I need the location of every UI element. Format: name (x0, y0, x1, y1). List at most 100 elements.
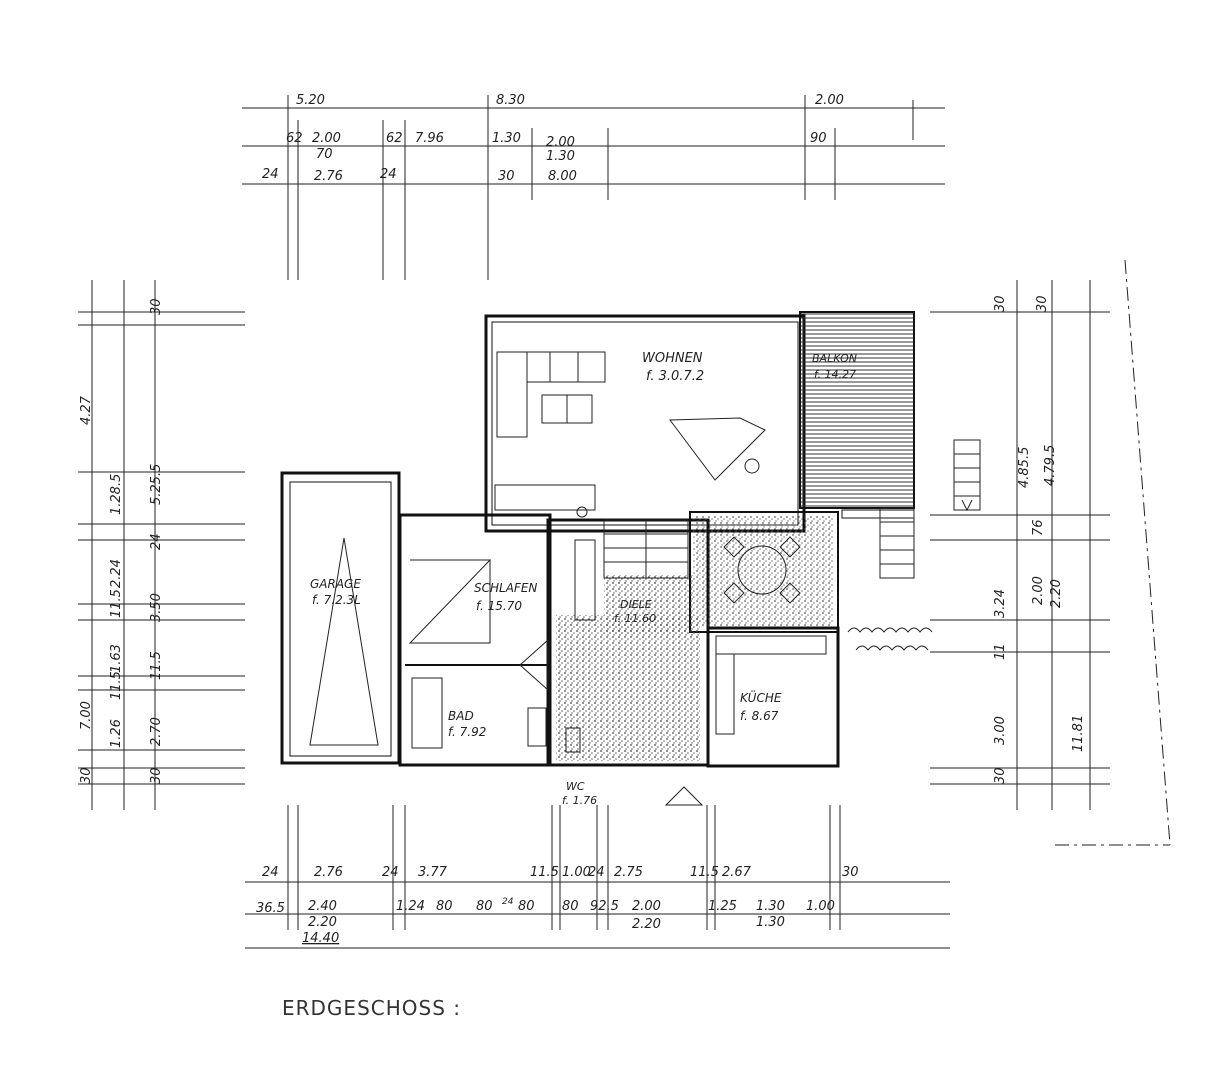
room-kueche-area: f. 8.67 (740, 709, 779, 723)
dim-right-1: 30 (993, 295, 1008, 312)
dim-right-9: 11 (993, 643, 1008, 660)
dim-bottom-7: 24 (588, 865, 605, 880)
dim-bottom-23: 2.20 (632, 917, 661, 932)
dim-left-4: 5.25.5 (149, 464, 164, 505)
dim-bottom-26: 1.30 (756, 915, 785, 930)
room-bad-area: f. 7.92 (448, 725, 486, 739)
dim-top-12: 90 (810, 131, 827, 146)
dim-bottom-11: 30 (842, 865, 859, 880)
dim-right-3: 4.85.5 (1017, 447, 1032, 488)
dim-right-2: 30 (1035, 295, 1050, 312)
dim-right-7: 2.00 (1031, 576, 1046, 605)
dim-left-16: 30 (149, 767, 164, 784)
dim-top-3: 2.00 (815, 93, 844, 108)
shrub-scribble (847, 627, 933, 633)
dim-left-10: 11.5 (109, 671, 124, 700)
dim-right-4: 4.79.5 (1043, 445, 1058, 486)
diele-floor (556, 615, 700, 761)
room-wohnen-area: f. 3.0.7.2 (646, 369, 704, 384)
dim-top-5: 2.00 (312, 131, 341, 146)
dim-bottom-17: 80 (476, 899, 493, 914)
dim-bottom-6: 1.00 (562, 865, 591, 880)
dim-bottom-18: 24 (502, 897, 514, 907)
shrub-scribble-2 (855, 645, 929, 651)
dim-bottom-25: 1.30 (756, 899, 785, 914)
room-bad-name: BAD (448, 709, 474, 723)
dim-bottom-16: 80 (436, 899, 453, 914)
dim-left-3: 1.28.5 (109, 474, 124, 515)
dim-top-13: 24 (262, 167, 279, 182)
dim-top-17: 8.00 (548, 169, 577, 184)
dim-bottom-8: 2.75 (614, 865, 643, 880)
dim-left-7: 11.5 (109, 589, 124, 618)
room-garage-area: f. 7.2.3L (312, 593, 361, 607)
dim-top-16: 30 (498, 169, 515, 184)
diele-floor-upper (604, 575, 694, 635)
top-dimension-chains: 5.20 8.30 2.00 62 2.00 70 62 7.96 1.30 2… (242, 93, 945, 280)
dim-left-5: 24 (149, 533, 164, 550)
dim-right-8: 2.20 (1049, 579, 1064, 608)
furniture (309, 351, 827, 806)
dim-bottom-15: 1.24 (396, 899, 425, 914)
dim-top-9: 1.30 (492, 131, 521, 146)
dim-bottom-13: 2.40 (308, 899, 337, 914)
dim-top-8: 7.96 (415, 131, 444, 146)
room-diele-name: DIELE (620, 598, 652, 611)
dim-top-4: 62 (286, 131, 303, 146)
dim-top-10: 2.00 (546, 135, 575, 150)
room-schlafen-name: SCHLAFEN (474, 581, 537, 595)
dim-bottom-24: 1.25 (708, 899, 737, 914)
essen-floor (693, 516, 833, 626)
dim-right-6: 3.24 (993, 589, 1008, 618)
room-schlafen-area: f. 15.70 (476, 599, 522, 613)
dim-bottom-1: 24 (262, 865, 279, 880)
dim-bottom-12: 36.5 (256, 901, 285, 916)
bottom-dimension-chains: 24 2.76 24 3.77 11.5 1.00 24 2.75 11.5 2… (245, 805, 950, 949)
dim-left-14: 2.70 (149, 717, 164, 746)
dim-right-5: 76 (1031, 519, 1046, 536)
room-labels: WOHNEN f. 3.0.7.2 BALKON f. 14.27 GARAGE… (310, 351, 857, 807)
room-garage-name: GARAGE (310, 577, 361, 591)
dim-bottom-14: 2.20 (308, 915, 337, 930)
dim-bottom-27: 1.00 (806, 899, 835, 914)
dim-bottom-2: 2.76 (314, 865, 343, 880)
left-dimension-chains: 4.27 30 1.28.5 5.25.5 24 2.24 11.5 3.50 … (78, 280, 245, 810)
dim-right-10: 3.00 (993, 716, 1008, 745)
dim-top-14: 2.76 (314, 169, 343, 184)
room-diele-area: f. 11.60 (614, 612, 656, 625)
room-wohnen-name: WOHNEN (642, 351, 703, 366)
dim-left-1: 4.27 (79, 395, 94, 425)
dim-bottom-21: 92.5 (590, 899, 619, 914)
dim-bottom-9: 11.5 (690, 865, 719, 880)
dim-left-6: 2.24 (109, 559, 124, 588)
dim-left-8: 3.50 (149, 593, 164, 622)
dim-right-12: 30 (993, 767, 1008, 784)
dim-bottom-4: 3.77 (418, 865, 448, 880)
dim-bottom-10: 2.67 (722, 865, 752, 880)
dim-bottom-20: 80 (562, 899, 579, 914)
dim-bottom-total: 14.40 (302, 931, 339, 946)
drawing-title: ERDGESCHOSS : (282, 996, 461, 1020)
dim-bottom-5: 11.5 (530, 865, 559, 880)
dim-top-1: 5.20 (296, 93, 325, 108)
dim-bottom-22: 2.00 (632, 899, 661, 914)
dim-right-11: 11.81 (1071, 715, 1086, 752)
dim-top-11: 1.30 (546, 149, 575, 164)
dim-bottom-19: 80 (518, 899, 535, 914)
dim-left-13: 1.26 (109, 719, 124, 748)
room-balkon-area: f. 14.27 (814, 368, 856, 381)
room-kueche-name: KÜCHE (740, 689, 782, 705)
room-balkon-name: BALKON (812, 352, 857, 365)
dim-left-9: 1.63 (109, 644, 124, 673)
dim-top-2: 8.30 (496, 93, 525, 108)
dim-left-15: 30 (79, 767, 94, 784)
dim-left-12: 7.00 (79, 701, 94, 730)
dim-left-2: 30 (149, 298, 164, 315)
dim-left-11: 11.5 (149, 651, 164, 680)
dim-top-6: 70 (316, 147, 333, 162)
room-wc-name: WC (566, 780, 585, 793)
building-walls (280, 314, 840, 768)
room-wc-area: f. 1.76 (562, 794, 597, 807)
